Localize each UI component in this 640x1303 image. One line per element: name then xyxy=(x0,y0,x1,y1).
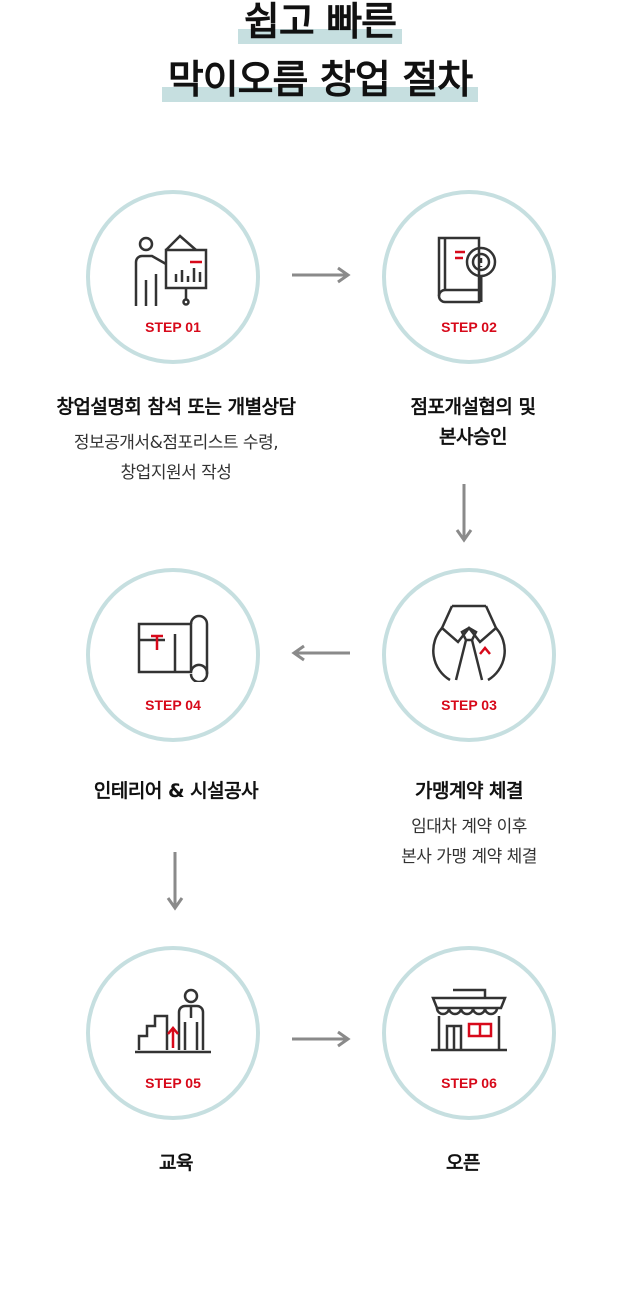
step-02-circle: STEP 02 xyxy=(382,190,556,364)
step-03-desc-2: 본사 가맹 계약 체결 xyxy=(401,847,537,867)
step-01-title: 창업설명회 참석 또는 개별상담 xyxy=(56,396,296,418)
step-06-circle: STEP 06 xyxy=(382,946,556,1120)
arrow-right-icon xyxy=(292,266,351,284)
step-02-title: 점포개설협의 및 xyxy=(410,396,536,418)
store-icon xyxy=(431,988,507,1052)
arrow-down-icon xyxy=(455,484,473,543)
growth-person-icon xyxy=(135,988,211,1054)
arrow-right-icon xyxy=(292,1030,351,1048)
blueprint-icon xyxy=(137,614,209,682)
step-03-number: STEP 03 xyxy=(441,697,497,713)
step-06-title: 오픈 xyxy=(446,1152,480,1174)
step-04-number: STEP 04 xyxy=(145,697,201,713)
arrow-left-icon xyxy=(291,644,350,662)
step-05-number: STEP 05 xyxy=(145,1075,201,1091)
title-text-2: 막이오름 창업 절차 xyxy=(161,58,479,103)
step-02-number: STEP 02 xyxy=(441,319,497,335)
step-05-title: 교육 xyxy=(159,1152,193,1174)
step-06-number: STEP 06 xyxy=(441,1075,497,1091)
step-01-circle: STEP 01 xyxy=(86,190,260,364)
arrow-down-icon xyxy=(166,852,184,911)
step-04-title: 인테리어 & 시설공사 xyxy=(93,780,259,802)
title-text-1: 쉽고 빠른 xyxy=(237,0,403,45)
step-03-circle: STEP 03 xyxy=(382,568,556,742)
suit-tie-icon xyxy=(432,604,506,682)
step-03-desc-1: 임대차 계약 이후 xyxy=(411,817,527,837)
step-01-desc-1: 정보공개서&점포리스트 수령, xyxy=(73,433,279,453)
presentation-icon xyxy=(134,234,208,306)
step-05-circle: STEP 05 xyxy=(86,946,260,1120)
book-magnifier-icon xyxy=(437,236,497,304)
step-01-number: STEP 01 xyxy=(145,319,201,335)
step-02-title-2: 본사승인 xyxy=(439,426,507,448)
step-03-title: 가맹계약 체결 xyxy=(415,780,524,802)
step-01-desc-2: 창업지원서 작성 xyxy=(120,463,232,483)
title-line-1: 쉽고 빠른 xyxy=(0,0,640,46)
step-04-circle: STEP 04 xyxy=(86,568,260,742)
title-line-2: 막이오름 창업 절차 xyxy=(0,58,640,104)
